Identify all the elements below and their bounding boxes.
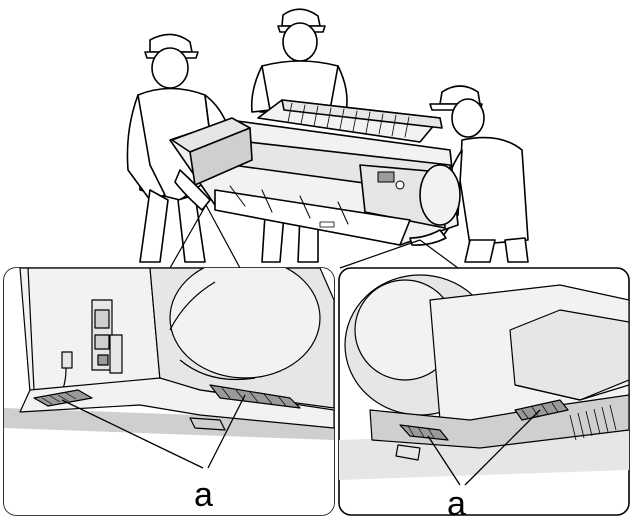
callout-label-a-left: a	[194, 476, 213, 514]
detail-panel-left: a	[3, 267, 335, 516]
left-callout-lines	[61, 394, 246, 469]
detail-panel-right: a	[338, 267, 630, 519]
right-callout-lines	[427, 409, 541, 486]
callout-leaders	[169, 204, 459, 269]
callout-label-a-right: a	[447, 485, 466, 519]
printer	[169, 99, 461, 246]
top-scene	[126, 8, 529, 263]
